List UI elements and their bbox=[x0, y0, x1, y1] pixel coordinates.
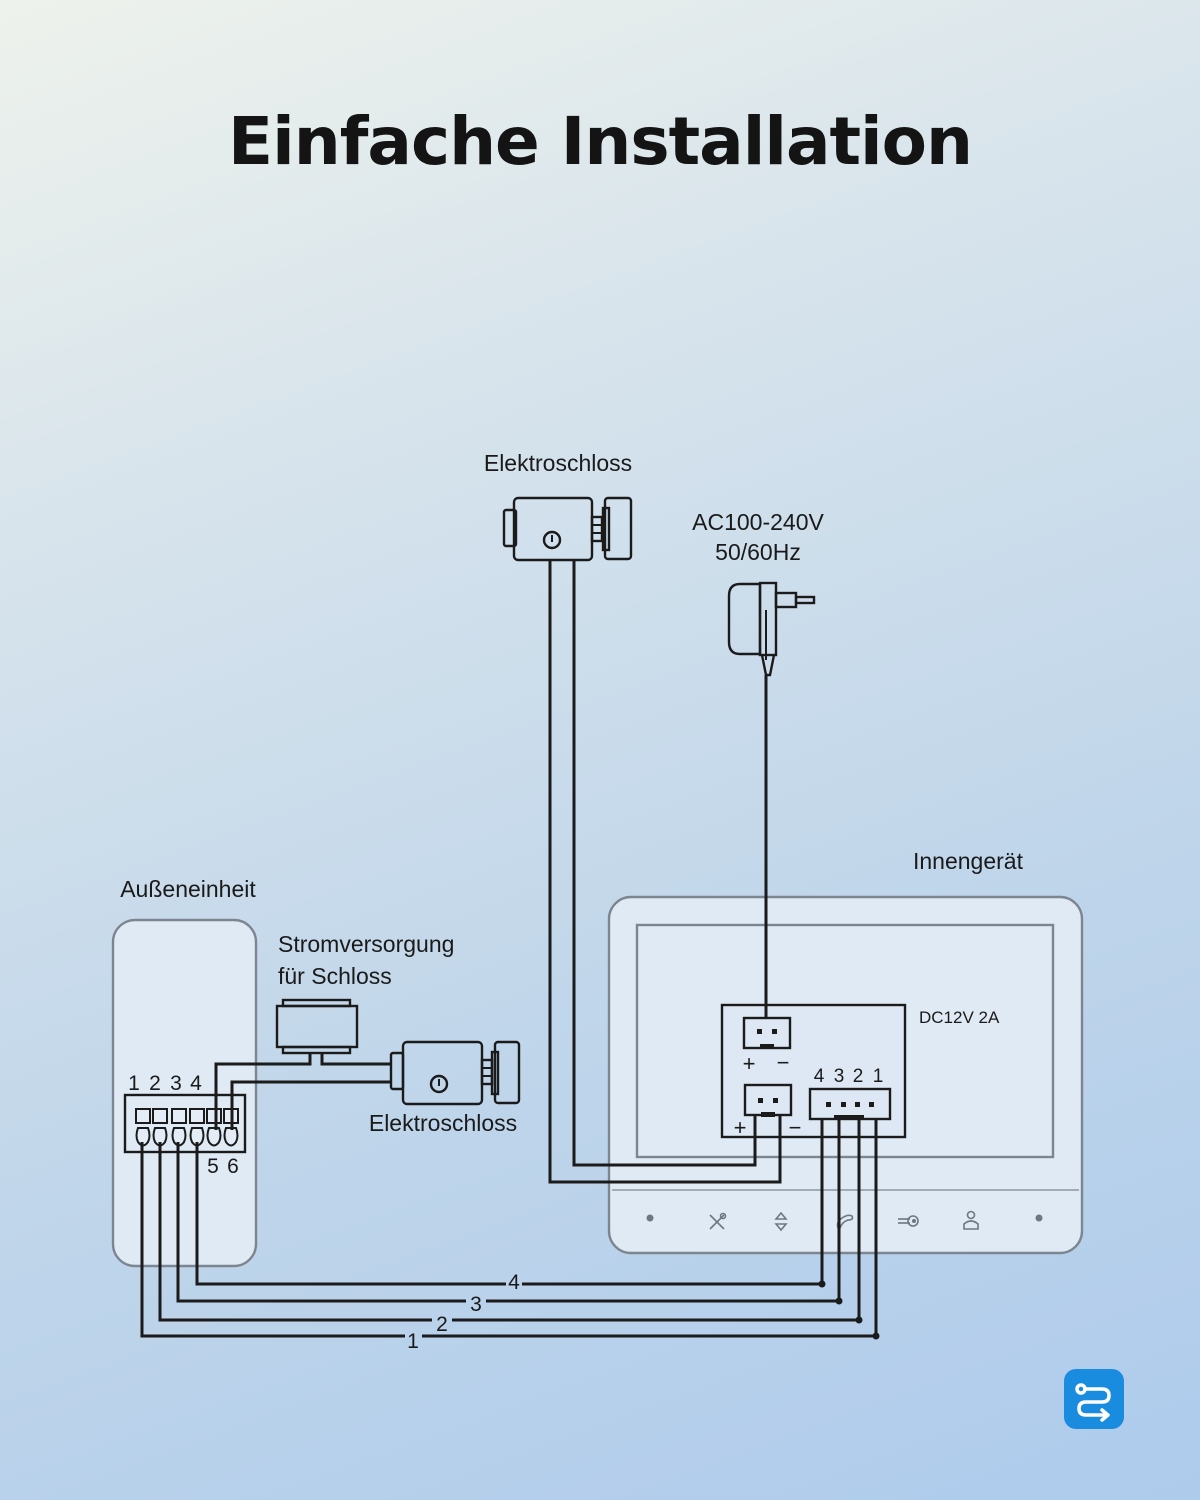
dc-rating-label: DC12V 2A bbox=[919, 1008, 1000, 1027]
adapter-frequency-label: 50/60Hz bbox=[715, 539, 801, 565]
dot-icon[interactable] bbox=[646, 1214, 654, 1222]
outdoor-unit-label: Außeneinheit bbox=[120, 876, 256, 902]
up-down-arrows-icon[interactable] bbox=[774, 1211, 788, 1232]
power-in-plus: + bbox=[743, 1051, 756, 1076]
wires bbox=[140, 560, 880, 1340]
bus-wire-4 bbox=[195, 1142, 506, 1286]
wire-label-1: 1 bbox=[407, 1330, 419, 1353]
terminal-number: 5 bbox=[207, 1155, 219, 1178]
terminal-number: 3 bbox=[170, 1072, 182, 1095]
lock-wire-minus bbox=[548, 560, 782, 1184]
indoor-connector-panel: + − + − 4 3 2 1 bbox=[720, 1003, 907, 1140]
terminal5-wire bbox=[214, 1053, 312, 1130]
terminal6-wire bbox=[230, 1080, 391, 1130]
wire-label-2: 2 bbox=[436, 1313, 448, 1336]
lock-out-minus: − bbox=[789, 1115, 802, 1140]
bus-number: 3 bbox=[834, 1066, 845, 1087]
indoor-unit-label: Innengerät bbox=[913, 848, 1024, 874]
electric-lock-bottom-icon bbox=[389, 1040, 521, 1106]
wire-label-4: 4 bbox=[508, 1271, 520, 1294]
outdoor-unit bbox=[111, 918, 258, 1268]
terminal-number: 2 bbox=[149, 1072, 161, 1095]
route-icon bbox=[1075, 1383, 1111, 1422]
dot-icon[interactable] bbox=[1035, 1214, 1043, 1222]
terminal-number: 4 bbox=[190, 1072, 202, 1095]
bus-wire-3 bbox=[176, 1142, 466, 1303]
wire-label-3: 3 bbox=[470, 1293, 482, 1316]
terminal-number: 1 bbox=[128, 1072, 140, 1095]
adapter-voltage-label: AC100-240V bbox=[692, 509, 824, 535]
lock-bottom-label: Elektroschloss bbox=[369, 1110, 517, 1136]
lock-out-plus: + bbox=[734, 1115, 747, 1140]
person-icon[interactable] bbox=[963, 1210, 979, 1230]
settings-tools-icon[interactable] bbox=[709, 1212, 727, 1230]
bus-number: 2 bbox=[853, 1066, 864, 1087]
bus-number: 4 bbox=[814, 1066, 825, 1087]
bus-wire-2 bbox=[158, 1142, 432, 1322]
lock-power-label-line1: Stromversorgung bbox=[278, 931, 454, 957]
power-in-minus: − bbox=[777, 1050, 790, 1075]
brand-badge bbox=[1064, 1369, 1124, 1429]
bus-number: 1 bbox=[873, 1066, 884, 1087]
supply-to-lock-wire bbox=[320, 1053, 391, 1066]
lock-top-label: Elektroschloss bbox=[484, 450, 632, 476]
lock-power-label-line2: für Schloss bbox=[278, 963, 392, 989]
page-title: Einfache Installation bbox=[228, 103, 973, 180]
power-adapter-icon bbox=[727, 581, 816, 677]
terminal-number: 6 bbox=[227, 1155, 239, 1178]
lock-power-supply-icon bbox=[275, 998, 359, 1055]
key-icon[interactable] bbox=[898, 1215, 919, 1227]
bus-wire-1 bbox=[140, 1142, 405, 1338]
electric-lock-top-icon bbox=[502, 496, 633, 562]
indoor-screen bbox=[635, 923, 1055, 1159]
lock-wire-plus bbox=[572, 560, 757, 1167]
